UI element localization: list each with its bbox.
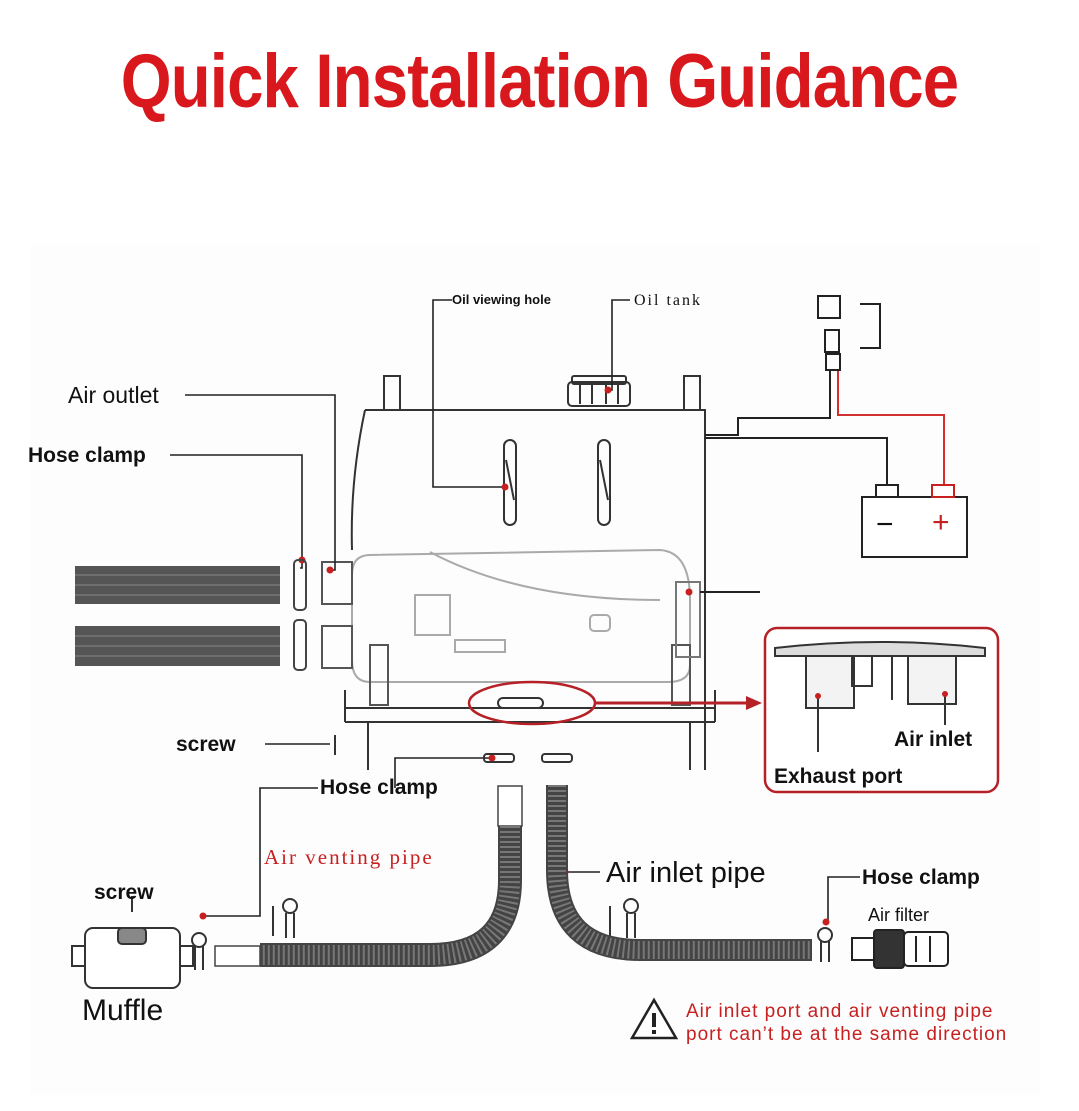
oil-tank-cap-icon xyxy=(567,375,631,407)
air-outlet-hoses xyxy=(75,559,307,671)
label-hose-clamp-top: Hose clamp xyxy=(28,444,146,467)
label-oil-tank: Oil tank xyxy=(634,292,702,309)
muffle-icon xyxy=(71,927,194,989)
air-inlet-pipe xyxy=(546,785,812,961)
page-title: Quick Installation Guidance xyxy=(120,39,959,124)
outlet-upper xyxy=(321,561,353,605)
heater-unit xyxy=(321,375,760,770)
label-screw-mid: screw xyxy=(176,733,236,756)
battery-wiring xyxy=(705,295,945,486)
warning-icon xyxy=(629,997,679,1040)
label-muffle: Muffle xyxy=(82,994,164,1027)
oil-viewing-slot-right xyxy=(597,439,611,526)
label-hose-clamp-right: Hose clamp xyxy=(862,866,980,889)
label-air-outlet: Air outlet xyxy=(68,382,159,408)
hose-clamp-upper-icon xyxy=(293,559,307,611)
air-filter-icon xyxy=(851,929,949,969)
hose-clamp-lower-icon xyxy=(293,619,307,671)
label-exhaust-port: Exhaust port xyxy=(774,765,903,788)
battery-minus-sign: − xyxy=(876,508,894,541)
warning-line-1: Air inlet port and air venting pipe xyxy=(686,1001,994,1022)
label-air-venting-pipe: Air venting pipe xyxy=(264,845,434,869)
battery-icon xyxy=(861,496,968,558)
label-oil-viewing-hole: Oil viewing hole xyxy=(452,292,551,307)
bottom-port-highlight xyxy=(467,680,597,726)
label-air-inlet: Air inlet xyxy=(894,728,973,751)
leader-lines xyxy=(170,299,860,923)
oil-viewing-slot-left xyxy=(503,439,517,526)
air-venting-pipe xyxy=(214,785,523,967)
outlet-lower xyxy=(321,625,353,669)
right-post xyxy=(683,375,701,411)
battery-plus-sign: + xyxy=(932,506,950,539)
label-air-inlet-pipe: Air inlet pipe xyxy=(606,857,766,889)
warning-line-2: port can’t be at the same direction xyxy=(686,1024,1008,1045)
left-post xyxy=(383,375,401,411)
heater-core xyxy=(351,548,691,683)
label-hose-clamp-mid: Hose clamp xyxy=(320,776,438,799)
zoom-detail-drawing xyxy=(774,641,986,752)
label-screw-left: screw xyxy=(94,881,154,904)
screws xyxy=(131,735,833,970)
label-air-filter: Air filter xyxy=(868,905,930,925)
